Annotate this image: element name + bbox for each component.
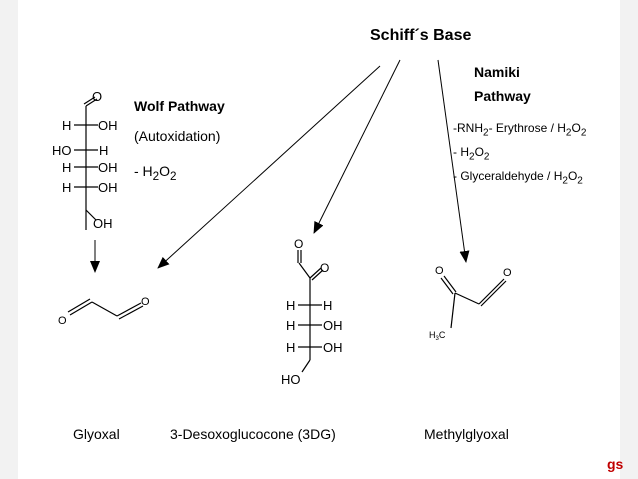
dg-oh-right-2: OH [323, 318, 343, 333]
glucose-structure [74, 96, 98, 230]
glucose-oh-right-4: OH [98, 180, 118, 195]
mgo-methyl: H3C [429, 330, 446, 342]
mgo-o-left: O [435, 265, 444, 277]
wolf-pathway-subtitle: (Autoxidation) [134, 128, 221, 144]
glucose-oh-bottom: OH [93, 216, 113, 231]
product-3dg-label: 3-Desoxoglucocone (3DG) [170, 426, 336, 442]
dg-h-right-1: H [323, 298, 332, 313]
dg-o-ketone: O [320, 261, 329, 275]
glucose-h-left-4: H [62, 180, 71, 195]
glucose-oh-right-3: OH [98, 160, 118, 175]
product-methylglyoxal-label: Methylglyoxal [424, 426, 509, 442]
dg-o-top: O [294, 237, 303, 251]
glyoxal-structure [67, 298, 144, 320]
arrow-to-3dg [313, 59, 401, 234]
dg-oh-right-3: OH [323, 340, 343, 355]
product-glyoxal-label: Glyoxal [73, 426, 120, 442]
namiki-reagent-3: - Glyceraldehyde / H2O2 [453, 169, 583, 187]
namiki-pathway-title-line2: Pathway [474, 88, 531, 104]
namiki-reagent-2: - H2O2 [453, 145, 490, 163]
dg-h-left-3: H [286, 340, 295, 355]
arrow-to-mgo [437, 59, 470, 263]
mgo-structure [440, 275, 507, 329]
mgo-o-right: O [503, 267, 512, 279]
wolf-pathway-title: Wolf Pathway [134, 98, 225, 114]
glyoxal-o-left: O [58, 315, 67, 327]
namiki-reagent-1: -RNH2- Erythrose / H2O2 [453, 121, 587, 139]
dg-h-left-2: H [286, 318, 295, 333]
wolf-pathway-reagent: - H2O2 [134, 163, 177, 183]
slide-border-right [620, 0, 638, 479]
diagram-title: Schiff´s Base [370, 27, 472, 44]
glucose-o-top: O [92, 89, 102, 104]
arrow-to-glyoxal [157, 65, 381, 269]
dg-ho-bottom: HO [281, 372, 301, 387]
glucose-h-left-1: H [62, 118, 71, 133]
glucose-h-right-2: H [99, 143, 108, 158]
glucose-h-left-3: H [62, 160, 71, 175]
glyoxal-o-right: O [141, 296, 150, 308]
namiki-pathway-title-line1: Namiki [474, 64, 520, 80]
dg-h-left-1: H [286, 298, 295, 313]
glucose-oh-right-1: OH [98, 118, 118, 133]
dg-structure [297, 250, 324, 373]
slide-border-left [0, 0, 18, 479]
gs-logo: gs [607, 456, 624, 472]
glucose-ho-left-2: HO [52, 143, 72, 158]
